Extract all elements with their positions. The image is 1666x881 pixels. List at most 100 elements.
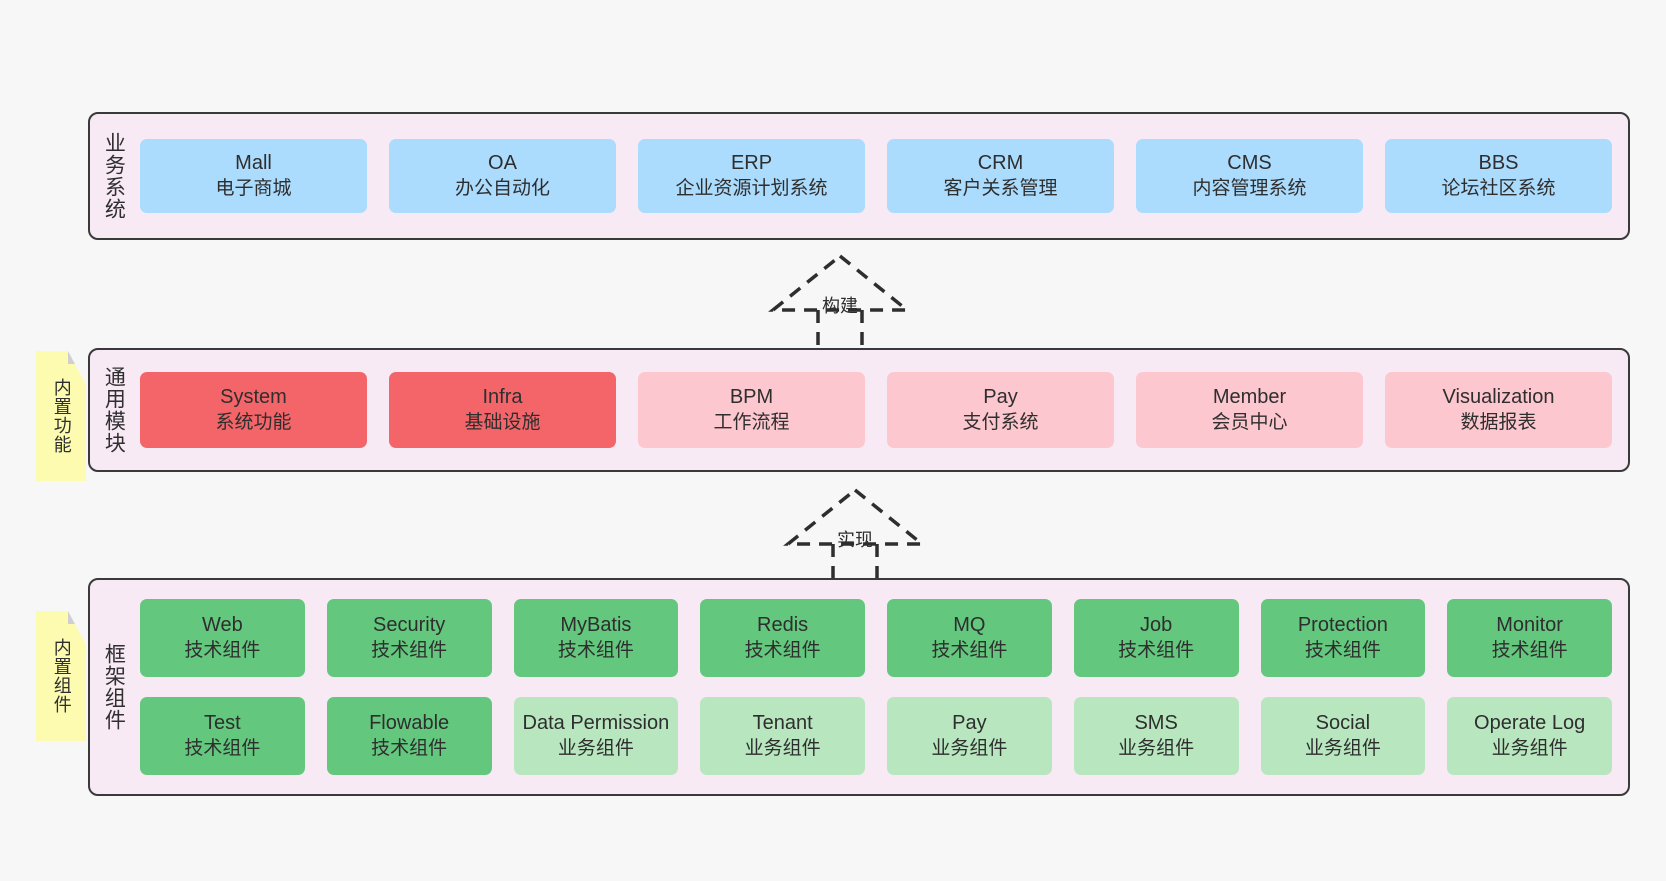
card-title-en: Tenant xyxy=(752,712,813,735)
layer-body-business: Mall 电子商城 OA 办公自动化 ERP 企业资源计划系统 CRM 客户关系… xyxy=(136,114,1628,238)
folded-corner-icon xyxy=(68,351,86,364)
card-title-en: Flowable xyxy=(369,712,450,735)
card-oa[interactable]: OA 办公自动化 xyxy=(389,139,616,213)
card-title-cn: 论坛社区系统 xyxy=(1441,177,1556,199)
card-row: Test 技术组件 Flowable 技术组件 Data Permission … xyxy=(140,697,1612,775)
card-row: Web 技术组件 Security 技术组件 MyBatis 技术组件 Redi… xyxy=(140,599,1612,677)
card-title-cn: 技术组件 xyxy=(744,639,821,661)
card-title-en: System xyxy=(220,386,287,409)
card-title-en: Pay xyxy=(983,386,1018,409)
card-social[interactable]: Social 业务组件 xyxy=(1260,697,1426,775)
card-redis[interactable]: Redis 技术组件 xyxy=(700,599,865,677)
card-title-cn: 会员中心 xyxy=(1211,411,1288,433)
card-title-en: Operate Log xyxy=(1474,712,1586,735)
layer-framework-component: 框架组件 Web 技术组件 Security 技术组件 MyBatis 技术组件… xyxy=(88,578,1630,796)
layer-common-module: 通用模块 System 系统功能 Infra 基础设施 BPM 工作流程 Pay… xyxy=(88,348,1630,472)
card-mall[interactable]: Mall 电子商城 xyxy=(140,139,367,213)
card-title-cn: 技术组件 xyxy=(557,639,634,661)
card-mq[interactable]: MQ 技术组件 xyxy=(887,599,1052,677)
card-title-en: Data Permission xyxy=(522,712,670,735)
card-title-en: Mall xyxy=(235,152,272,175)
card-title-cn: 支付系统 xyxy=(962,411,1039,433)
card-title-en: Protection xyxy=(1297,614,1388,637)
card-title-cn: 技术组件 xyxy=(1491,639,1568,661)
card-title-en: SMS xyxy=(1134,712,1178,735)
sticky-note-builtin-function: 内置功能 xyxy=(36,351,86,481)
card-title-en: Social xyxy=(1315,712,1371,735)
folded-corner-icon xyxy=(68,611,86,624)
card-title-en: Infra xyxy=(482,386,523,409)
card-member[interactable]: Member 会员中心 xyxy=(1136,372,1363,448)
card-title-cn: 业务组件 xyxy=(1491,737,1568,759)
layer-caption-business: 业务系统 xyxy=(102,132,126,220)
card-title-en: Test xyxy=(204,712,241,735)
card-title-en: CMS xyxy=(1227,152,1272,175)
card-mybatis[interactable]: MyBatis 技术组件 xyxy=(513,599,679,677)
card-row: System 系统功能 Infra 基础设施 BPM 工作流程 Pay 支付系统… xyxy=(140,372,1612,448)
card-title-en: BBS xyxy=(1478,152,1519,175)
card-erp[interactable]: ERP 企业资源计划系统 xyxy=(638,139,865,213)
card-pay-business[interactable]: Pay 业务组件 xyxy=(887,697,1052,775)
card-title-cn: 企业资源计划系统 xyxy=(675,177,828,199)
connector-realize-arrow: 实现 xyxy=(770,487,940,588)
card-title-cn: 业务组件 xyxy=(557,737,634,759)
card-title-cn: 客户关系管理 xyxy=(943,177,1058,199)
card-title-cn: 业务组件 xyxy=(931,737,1008,759)
sticky-note-builtin-component: 内置组件 xyxy=(36,611,86,741)
card-operate-log[interactable]: Operate Log 业务组件 xyxy=(1447,697,1612,775)
card-tenant[interactable]: Tenant 业务组件 xyxy=(700,697,865,775)
sticky-note-label: 内置功能 xyxy=(51,378,72,454)
card-title-cn: 内容管理系统 xyxy=(1192,177,1307,199)
connector-label-build: 构建 xyxy=(822,296,858,316)
card-monitor[interactable]: Monitor 技术组件 xyxy=(1447,599,1612,677)
layer-business-system: 业务系统 Mall 电子商城 OA 办公自动化 ERP 企业资源计划系统 CRM… xyxy=(88,112,1630,240)
card-infra[interactable]: Infra 基础设施 xyxy=(389,372,616,448)
card-cms[interactable]: CMS 内容管理系统 xyxy=(1136,139,1363,213)
card-title-en: OA xyxy=(488,152,517,175)
card-title-cn: 工作流程 xyxy=(713,411,790,433)
card-data-permission[interactable]: Data Permission 业务组件 xyxy=(513,697,679,775)
card-title-cn: 技术组件 xyxy=(371,639,448,661)
card-web[interactable]: Web 技术组件 xyxy=(140,599,305,677)
card-title-cn: 技术组件 xyxy=(1304,639,1381,661)
card-title-cn: 基础设施 xyxy=(464,411,541,433)
card-visualization[interactable]: Visualization 数据报表 xyxy=(1385,372,1612,448)
card-title-cn: 电子商城 xyxy=(215,177,292,199)
card-flowable[interactable]: Flowable 技术组件 xyxy=(326,697,492,775)
card-system[interactable]: System 系统功能 xyxy=(140,372,367,448)
card-row: Mall 电子商城 OA 办公自动化 ERP 企业资源计划系统 CRM 客户关系… xyxy=(140,139,1612,213)
card-title-cn: 数据报表 xyxy=(1460,411,1537,433)
card-test[interactable]: Test 技术组件 xyxy=(140,697,305,775)
card-title-en: CRM xyxy=(977,152,1024,175)
card-security[interactable]: Security 技术组件 xyxy=(326,599,492,677)
card-title-cn: 技术组件 xyxy=(371,737,448,759)
card-title-cn: 技术组件 xyxy=(184,737,261,759)
card-title-cn: 系统功能 xyxy=(215,411,292,433)
card-title-cn: 技术组件 xyxy=(184,639,261,661)
card-title-en: Security xyxy=(373,614,446,637)
card-title-en: BPM xyxy=(729,386,774,409)
connector-build-arrow: 构建 xyxy=(755,253,925,354)
card-title-en: Monitor xyxy=(1496,614,1563,637)
card-title-cn: 业务组件 xyxy=(1304,737,1381,759)
card-title-en: MyBatis xyxy=(560,614,632,637)
card-protection[interactable]: Protection 技术组件 xyxy=(1260,599,1426,677)
card-bbs[interactable]: BBS 论坛社区系统 xyxy=(1385,139,1612,213)
card-job[interactable]: Job 技术组件 xyxy=(1073,599,1239,677)
card-title-cn: 办公自动化 xyxy=(454,177,550,199)
layer-caption-common: 通用模块 xyxy=(102,366,126,454)
card-title-en: Pay xyxy=(952,712,987,735)
layer-body-framework: Web 技术组件 Security 技术组件 MyBatis 技术组件 Redi… xyxy=(136,580,1628,794)
card-title-cn: 技术组件 xyxy=(1118,639,1195,661)
card-title-en: ERP xyxy=(730,152,773,175)
card-pay[interactable]: Pay 支付系统 xyxy=(887,372,1114,448)
card-title-en: Redis xyxy=(757,614,809,637)
sticky-note-label: 内置组件 xyxy=(51,638,72,714)
card-title-cn: 技术组件 xyxy=(931,639,1008,661)
card-title-cn: 业务组件 xyxy=(1118,737,1195,759)
card-title-en: Web xyxy=(201,614,243,637)
card-sms[interactable]: SMS 业务组件 xyxy=(1073,697,1239,775)
card-crm[interactable]: CRM 客户关系管理 xyxy=(887,139,1114,213)
card-bpm[interactable]: BPM 工作流程 xyxy=(638,372,865,448)
layer-caption-framework: 框架组件 xyxy=(102,643,126,731)
